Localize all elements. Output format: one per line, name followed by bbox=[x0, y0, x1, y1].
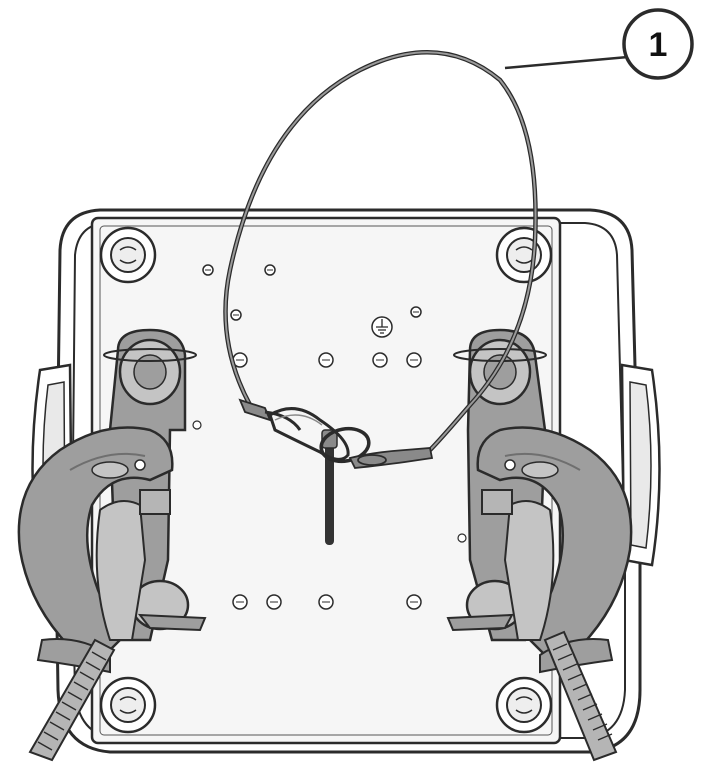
left-clamp-jaw bbox=[95, 500, 147, 641]
screw-head-icon bbox=[410, 306, 422, 318]
screw-head-icon bbox=[318, 594, 334, 610]
screw-head-icon bbox=[266, 594, 282, 610]
right-handle-inner bbox=[629, 381, 652, 549]
screw-head-icon bbox=[406, 594, 422, 610]
screw-head-icon bbox=[406, 352, 422, 368]
right-wing-nut bbox=[446, 613, 514, 632]
safety-cable bbox=[223, 49, 538, 469]
screw-head-icon bbox=[230, 309, 242, 321]
corner-screw-icon bbox=[495, 226, 553, 284]
right-clamp-body bbox=[476, 426, 633, 662]
left-threaded-bolt bbox=[28, 638, 116, 762]
screw-head-icon bbox=[232, 594, 248, 610]
ground-symbol-icon bbox=[371, 316, 393, 338]
plate-screws bbox=[192, 264, 467, 610]
callout-circle bbox=[622, 8, 694, 80]
cable-carabiner bbox=[268, 407, 350, 461]
corner-screw-icon bbox=[99, 676, 157, 734]
cable-ring bbox=[319, 426, 371, 464]
right-clamp-jaw bbox=[503, 500, 555, 641]
screw-head-icon bbox=[264, 264, 276, 276]
left-wing-nut bbox=[137, 613, 207, 632]
right-clamp-assembly bbox=[446, 328, 633, 762]
corner-screw-icon bbox=[495, 676, 553, 734]
screw-head-icon bbox=[457, 533, 467, 543]
cable-ferrule-left bbox=[238, 398, 272, 422]
screw-head-icon bbox=[192, 420, 202, 430]
left-clamp-assembly bbox=[17, 328, 207, 762]
safety-pin bbox=[321, 429, 338, 545]
screw-head-icon bbox=[372, 352, 388, 368]
callout-number: 1 bbox=[649, 26, 668, 64]
left-wire-ring bbox=[103, 348, 197, 362]
callout-marker: 1 bbox=[504, 8, 694, 80]
cable-ferrule-right bbox=[348, 447, 434, 469]
screw-head-icon bbox=[202, 264, 214, 276]
left-clamp-body bbox=[17, 426, 174, 662]
callout-leader-line bbox=[504, 55, 629, 70]
screw-head-icon bbox=[318, 352, 334, 368]
right-threaded-bolt bbox=[543, 630, 618, 762]
corner-screw-icon bbox=[99, 226, 157, 284]
